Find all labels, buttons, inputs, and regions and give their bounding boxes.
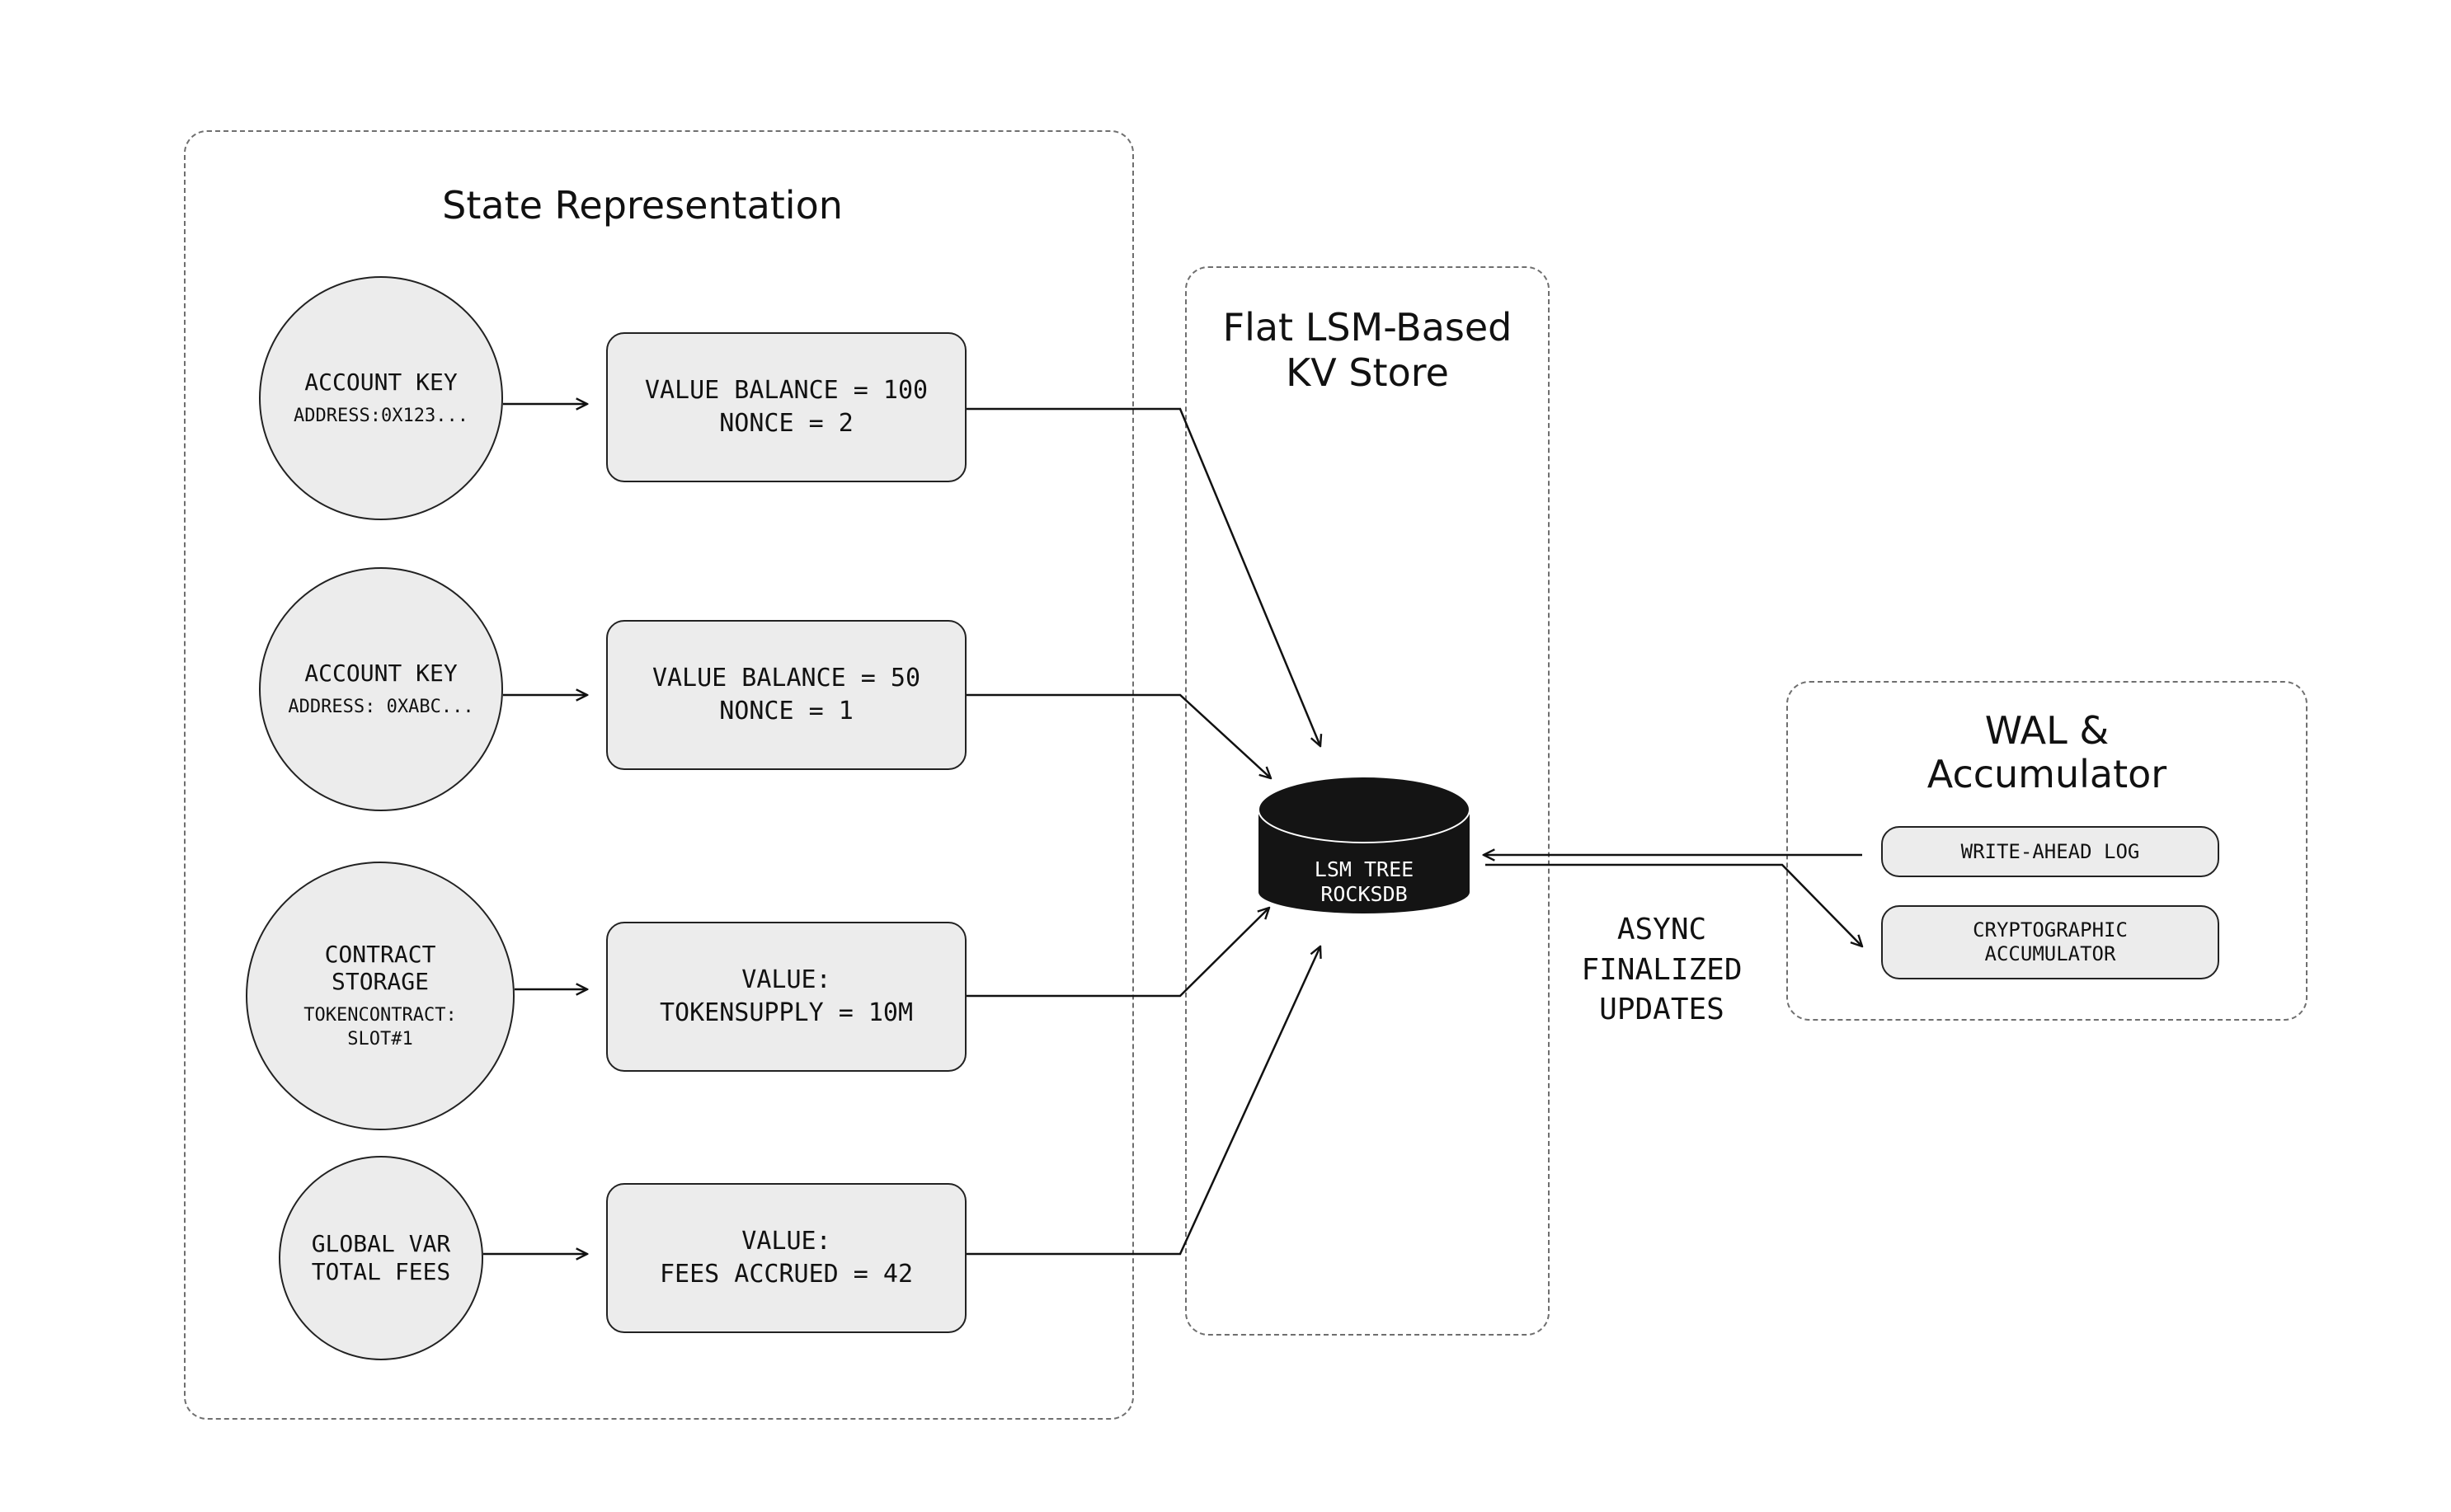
- async-finalized-updates-label: ASYNC FINALIZED UPDATES: [1581, 913, 1743, 1027]
- state-representation-title: State Representation: [442, 183, 843, 228]
- state-representation-group: [184, 130, 1134, 1420]
- arrow-value1-to-db: [967, 407, 1320, 746]
- key-title: CONTRACT STORAGE: [324, 940, 436, 996]
- value-box-4: VALUE: FEES ACCRUED = 42: [606, 1183, 967, 1333]
- key-subtitle: TOKENCONTRACT: SLOT#1: [303, 1005, 457, 1049]
- contract-storage-circle: CONTRACT STORAGE TOKENCONTRACT: SLOT#1: [246, 862, 515, 1130]
- kv-store-title: Flat LSM-Based KV Store: [1222, 305, 1512, 396]
- db-label-line2: ROCKSDB: [1320, 882, 1407, 906]
- account-key-circle-1: ACCOUNT KEY ADDRESS:0X123...: [259, 276, 503, 520]
- key-title: GLOBAL VAR TOTAL FEES: [311, 1230, 451, 1285]
- db-label-line1: LSM TREE: [1315, 857, 1414, 881]
- arrow-db-to-accumulator: [1485, 863, 1862, 946]
- key-title: ACCOUNT KEY: [304, 368, 458, 396]
- wal-accumulator-group: [1786, 681, 2308, 1021]
- value-box-1: VALUE BALANCE = 100 NONCE = 2: [606, 332, 967, 482]
- arrow-value4-to-db: [967, 946, 1320, 1256]
- lsm-tree-database-icon: LSM TREE ROCKSDB: [1258, 776, 1470, 913]
- arrow-value2-to-db: [967, 693, 1271, 778]
- key-subtitle: ADDRESS: 0XABC...: [288, 696, 474, 717]
- value-box-2: VALUE BALANCE = 50 NONCE = 1: [606, 620, 967, 770]
- key-subtitle: ADDRESS:0X123...: [294, 405, 468, 426]
- value-box-3: VALUE: TOKENSUPPLY = 10M: [606, 922, 967, 1072]
- key-title: ACCOUNT KEY: [304, 659, 458, 687]
- write-ahead-log-box: WRITE-AHEAD LOG: [1881, 826, 2219, 877]
- account-key-circle-2: ACCOUNT KEY ADDRESS: 0XABC...: [259, 567, 503, 811]
- kv-store-group: [1185, 266, 1550, 1336]
- global-var-circle: GLOBAL VAR TOTAL FEES: [279, 1156, 483, 1360]
- cryptographic-accumulator-box: CRYPTOGRAPHIC ACCUMULATOR: [1881, 905, 2219, 979]
- arrow-value3-to-db: [967, 908, 1269, 998]
- wal-accumulator-title: WAL & Accumulator: [1926, 708, 2167, 796]
